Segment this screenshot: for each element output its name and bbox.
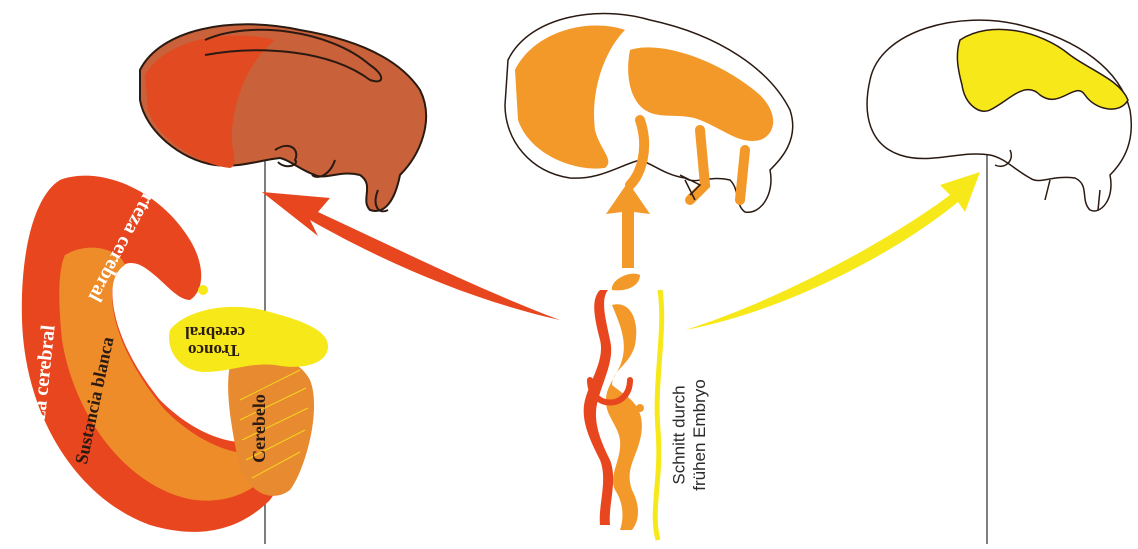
embryo-orange-figure — [505, 13, 793, 212]
brain-section — [22, 176, 328, 532]
neural-tube-section — [584, 274, 662, 540]
arrow-yellow-icon — [685, 172, 980, 330]
label-brainstem-line1: Tronco — [188, 340, 239, 360]
pituitary-dot — [198, 285, 208, 295]
embryo-red-figure — [140, 24, 426, 211]
label-cerebellum: Cerebelo — [249, 394, 270, 463]
label-section-line2: frühen Embryo — [690, 379, 710, 491]
arrow-orange-icon — [606, 182, 650, 268]
embryo-yellow-figure — [867, 20, 1131, 211]
label-brainstem-line2: cerebral — [185, 322, 245, 342]
label-section-line1: Schnitt durch — [670, 385, 690, 484]
arrow-red-icon — [262, 192, 560, 320]
